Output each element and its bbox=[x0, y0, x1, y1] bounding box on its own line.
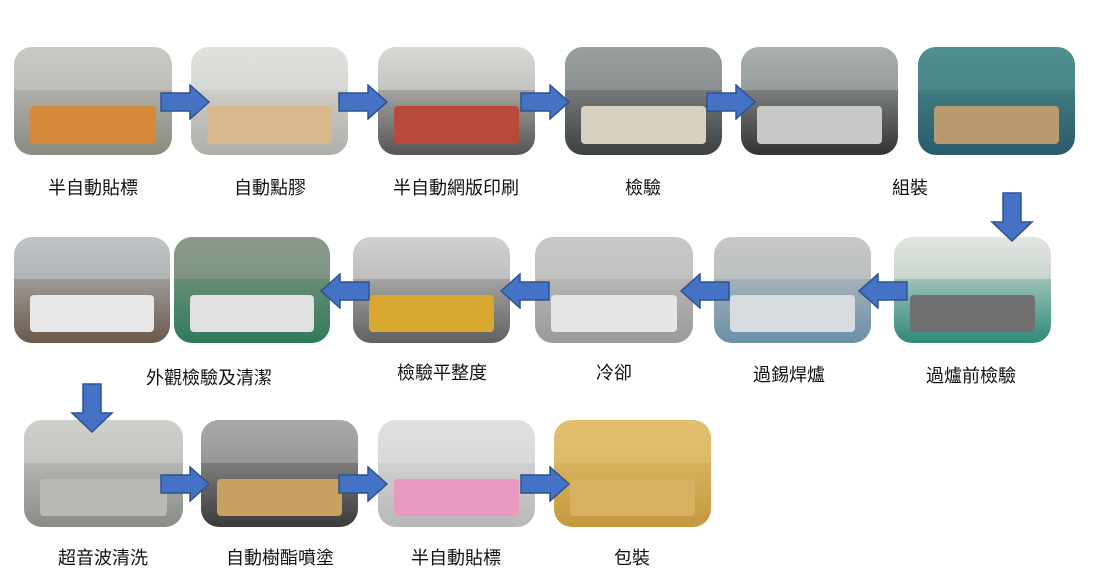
inspection-photo bbox=[565, 47, 722, 155]
semi-auto-labeling-photo bbox=[14, 47, 172, 155]
step-label: 過爐前檢驗 bbox=[926, 366, 1016, 387]
flow-arrow-icon bbox=[160, 84, 210, 120]
step-label: 冷卻 bbox=[596, 363, 632, 384]
flow-arrow-icon bbox=[338, 84, 388, 120]
step-label: 包裝 bbox=[614, 548, 650, 569]
assembly-photo bbox=[741, 47, 898, 155]
step-label: 過錫焊爐 bbox=[753, 365, 825, 386]
packaging-photo bbox=[554, 420, 711, 527]
appearance-inspection-2-photo bbox=[174, 237, 330, 343]
step-label: 半自動貼標 bbox=[411, 548, 501, 569]
flow-arrow-icon bbox=[160, 466, 210, 502]
flow-arrow-icon bbox=[320, 273, 370, 309]
flow-arrow-icon bbox=[500, 273, 550, 309]
auto-resin-spraying-photo bbox=[201, 420, 358, 527]
step-label: 組裝 bbox=[892, 178, 928, 199]
flow-arrow-icon bbox=[858, 273, 908, 309]
flow-arrow-icon bbox=[520, 84, 570, 120]
flow-arrow-icon bbox=[990, 192, 1034, 242]
step-label: 自動樹酯噴塗 bbox=[226, 548, 334, 569]
appearance-inspection-1-photo bbox=[14, 237, 170, 343]
cooling-photo bbox=[535, 237, 693, 343]
step-label: 自動點膠 bbox=[234, 178, 306, 199]
step-label: 外觀檢驗及清潔 bbox=[146, 368, 272, 389]
step-label: 檢驗平整度 bbox=[397, 363, 487, 384]
step-label: 檢驗 bbox=[625, 178, 661, 199]
reflow-soldering-photo bbox=[714, 237, 871, 343]
flow-arrow-icon bbox=[680, 273, 730, 309]
ultrasonic-cleaning-photo bbox=[24, 420, 183, 527]
auto-dispensing-photo bbox=[191, 47, 348, 155]
pre-reflow-inspection-photo bbox=[894, 237, 1051, 343]
step-label: 超音波清洗 bbox=[58, 548, 148, 569]
flow-arrow-icon bbox=[338, 466, 388, 502]
semi-auto-labeling-2-photo bbox=[378, 420, 535, 527]
flow-arrow-icon bbox=[70, 383, 114, 433]
flatness-inspection-photo bbox=[353, 237, 510, 343]
step-label: 半自動貼標 bbox=[48, 178, 138, 199]
pre-reflow-inspection-photo bbox=[918, 47, 1075, 155]
flow-arrow-icon bbox=[706, 84, 756, 120]
semi-auto-screen-printing-photo bbox=[378, 47, 535, 155]
flow-arrow-icon bbox=[520, 466, 570, 502]
step-label: 半自動網版印刷 bbox=[393, 178, 519, 199]
